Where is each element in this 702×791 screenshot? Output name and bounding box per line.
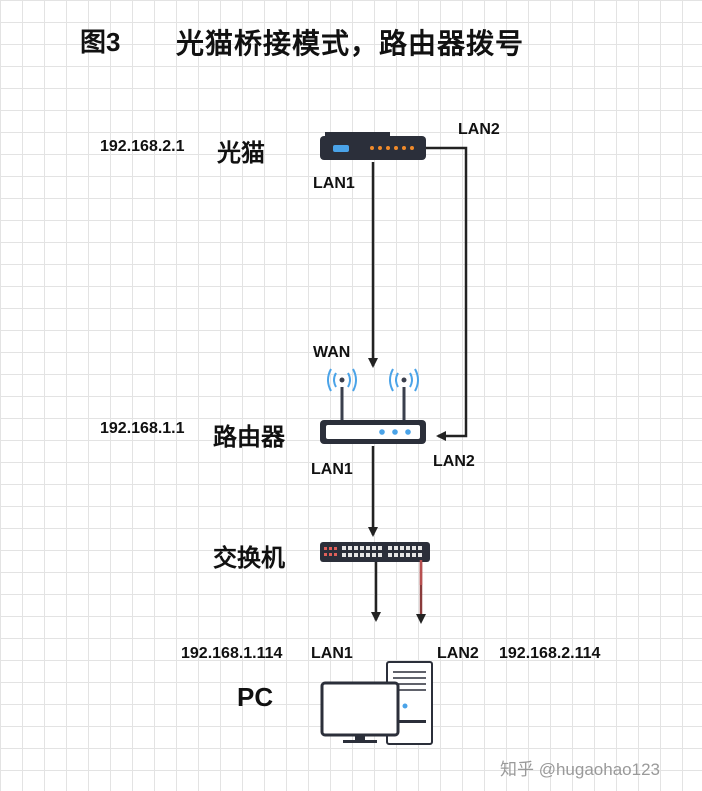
router-ip: 192.168.1.1 bbox=[100, 420, 185, 437]
switch-icon bbox=[320, 542, 430, 562]
optical-modem-icon bbox=[320, 132, 426, 160]
switch-to-pc-lan2 bbox=[416, 560, 426, 624]
modem-ip: 192.168.2.1 bbox=[100, 138, 185, 155]
switch-label: 交换机 bbox=[213, 545, 285, 572]
router-icon bbox=[320, 368, 426, 444]
diagram-title: 光猫桥接模式，路由器拨号 bbox=[176, 28, 525, 59]
router-lan2-label: LAN2 bbox=[433, 453, 475, 470]
pc-lan1-ip: 192.168.1.114 bbox=[181, 645, 283, 662]
modem-lan2-to-router-lan2 bbox=[426, 146, 468, 441]
figure-label: 图3 bbox=[80, 27, 121, 57]
router-label: 路由器 bbox=[213, 424, 285, 451]
router-wan-label: WAN bbox=[313, 344, 351, 361]
router-lan1-label: LAN1 bbox=[311, 461, 353, 478]
connections bbox=[368, 146, 468, 622]
pc-lan2-label: LAN2 bbox=[437, 645, 479, 662]
modem-lan1-label: LAN1 bbox=[313, 175, 355, 192]
pc-lan1-label: LAN1 bbox=[311, 645, 353, 662]
pc-lan2-ip: 192.168.2.114 bbox=[499, 645, 601, 662]
pc-label: PC bbox=[237, 682, 274, 712]
modem-lan2-label: LAN2 bbox=[458, 121, 500, 138]
modem-label: 光猫 bbox=[217, 140, 265, 167]
watermark: 知乎 @hugaohao123 bbox=[500, 760, 660, 779]
pc-icon bbox=[320, 661, 433, 745]
